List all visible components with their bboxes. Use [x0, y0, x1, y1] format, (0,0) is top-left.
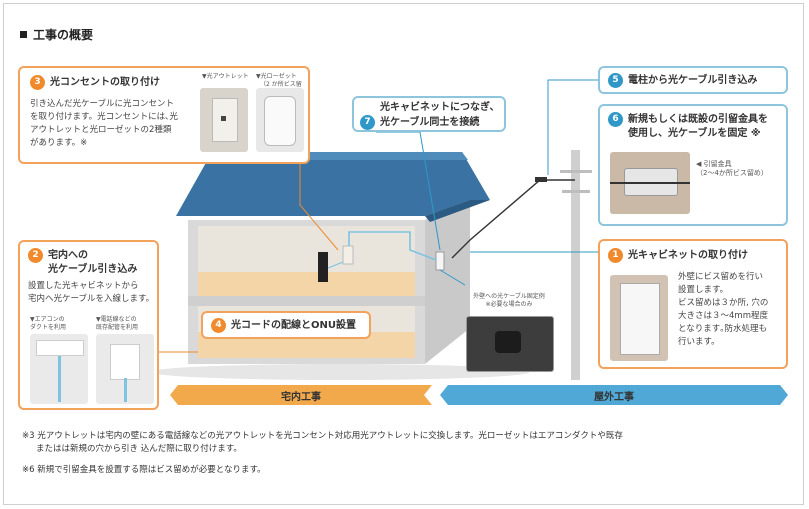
duct-label-line: ダクトを利用 — [30, 323, 67, 331]
roof — [176, 152, 490, 216]
step7-title-line1: 光キャビネットにつなぎ、 — [380, 102, 500, 113]
outdoor-work-banner: 屋外工事 — [440, 385, 788, 405]
outlet-photo — [200, 88, 248, 152]
step1-box: 1 光キャビネットの取り付け 外壁にビス留めを行い 設置します。 ビス留めは３か所… — [598, 239, 788, 369]
step5-title: 電柱から光ケーブル引き込み — [628, 75, 758, 86]
footnote-3: ※3 光アウトレットは宅内の壁にある電話線などの光アウトレットを光コンセント対応… — [22, 430, 623, 456]
indoor-work-banner: 宅内工事 — [170, 385, 432, 405]
step1-body-line: ビス留めは３か所, 穴の — [678, 298, 769, 308]
step2-title-line2: 光ケーブル引き込み — [48, 264, 138, 275]
step6-number: 6 — [608, 112, 623, 127]
outlet-label: ▼光アウトレット — [202, 73, 249, 80]
page-title: 工事の概要 — [20, 26, 93, 43]
wall-caption: 外壁への光ケーブル固定例 ※必要な場合のみ — [462, 293, 556, 308]
wall-caption-line: 外壁への光ケーブル固定例 — [473, 293, 545, 300]
wall-caption-line: ※必要な場合のみ — [485, 300, 533, 308]
step5-box: 5 電柱から光ケーブル引き込み — [598, 66, 788, 94]
rosette-label: ▼光ローゼット — [256, 73, 297, 80]
step7-number: 7 — [360, 115, 375, 130]
step3-body-line: 引き込んだ光ケーブルに光コンセント — [30, 99, 174, 109]
step3-box: 3 光コンセントの取り付け 引き込んだ光ケーブルに光コンセント を取り付けます。光… — [18, 66, 310, 164]
duct-photo — [30, 334, 88, 404]
step3-body-line: があります。※ — [30, 138, 88, 148]
step2-number: 2 — [28, 248, 43, 263]
step7-box: 光キャビネットにつなぎ、 7 光ケーブル同士を接続 — [352, 96, 506, 132]
step1-title: 光キャビネットの取り付け — [628, 250, 748, 261]
step5-number: 5 — [608, 73, 623, 88]
step4-box: 4 光コードの配線とONU設置 — [201, 311, 371, 339]
step4-title: 光コードの配線とONU設置 — [231, 320, 356, 331]
pipe-label-line: ▼電話線などの — [96, 316, 137, 323]
pipe-photo — [96, 334, 154, 404]
utility-pole — [571, 150, 580, 380]
step6-box: 6 新規もしくは既設の引留金具を 使用し、光ケーブルを固定 ※ ◀ 引留金具 （2… — [598, 104, 788, 226]
step2-body-line: 設置した光キャビネットから — [28, 281, 139, 291]
bracket-sublabel: （2～4か所ビス留め） — [696, 169, 768, 177]
bracket-photo — [610, 152, 690, 214]
step1-body-line: 設置します。 — [678, 285, 729, 295]
bracket-label: ◀ 引留金具 — [696, 160, 732, 168]
step1-body-line: 大きさは３～4mm程度 — [678, 311, 768, 321]
step1-body-line: 行います。 — [678, 337, 720, 347]
step3-body-line: アウトレットと光ローゼットの2種類 — [30, 125, 172, 135]
diagram-frame — [3, 3, 804, 505]
onu-device — [318, 252, 328, 282]
step6-title-line1: 新規もしくは既設の引留金具を — [628, 114, 768, 125]
step7-title-line2: 光ケーブル同士を接続 — [380, 117, 480, 128]
rosette-photo — [256, 88, 304, 152]
step6-title-line2: 使用し、光ケーブルを固定 ※ — [628, 128, 761, 139]
pipe-label-line: 既存配管を利用 — [96, 323, 139, 331]
wall-fixing-photo — [466, 316, 554, 372]
step2-body-line: 宅内へ光ケーブルを入線します。 — [28, 294, 155, 304]
step3-body-line: を取り付けます。光コンセントには､光 — [30, 112, 178, 122]
step1-body-line: となります｡防水処理も — [678, 324, 767, 334]
cabinet-photo — [610, 275, 668, 361]
step1-number: 1 — [608, 248, 623, 263]
step1-body-line: 外壁にビス留めを行い — [678, 272, 764, 282]
footnote-3-line: またはは新規の穴から引き 込んだ際に取り付けます。 — [36, 444, 242, 454]
step4-number: 4 — [211, 318, 226, 333]
duct-label-line: ▼エアコンの — [30, 316, 65, 323]
step2-box: 2 宅内への 光ケーブル引き込み 設置した光キャビネットから 宅内へ光ケーブルを入… — [18, 240, 159, 410]
step2-title-line1: 宅内への — [48, 250, 88, 261]
footnote-6: ※6 新規で引留金具を設置する際はビス留めが必要となります。 — [22, 465, 266, 475]
footnote-3-line: ※3 光アウトレットは宅内の壁にある電話線などの光アウトレットを光コンセント対応… — [22, 431, 623, 441]
step3-title: 光コンセントの取り付け — [50, 77, 160, 88]
step3-number: 3 — [30, 75, 45, 90]
